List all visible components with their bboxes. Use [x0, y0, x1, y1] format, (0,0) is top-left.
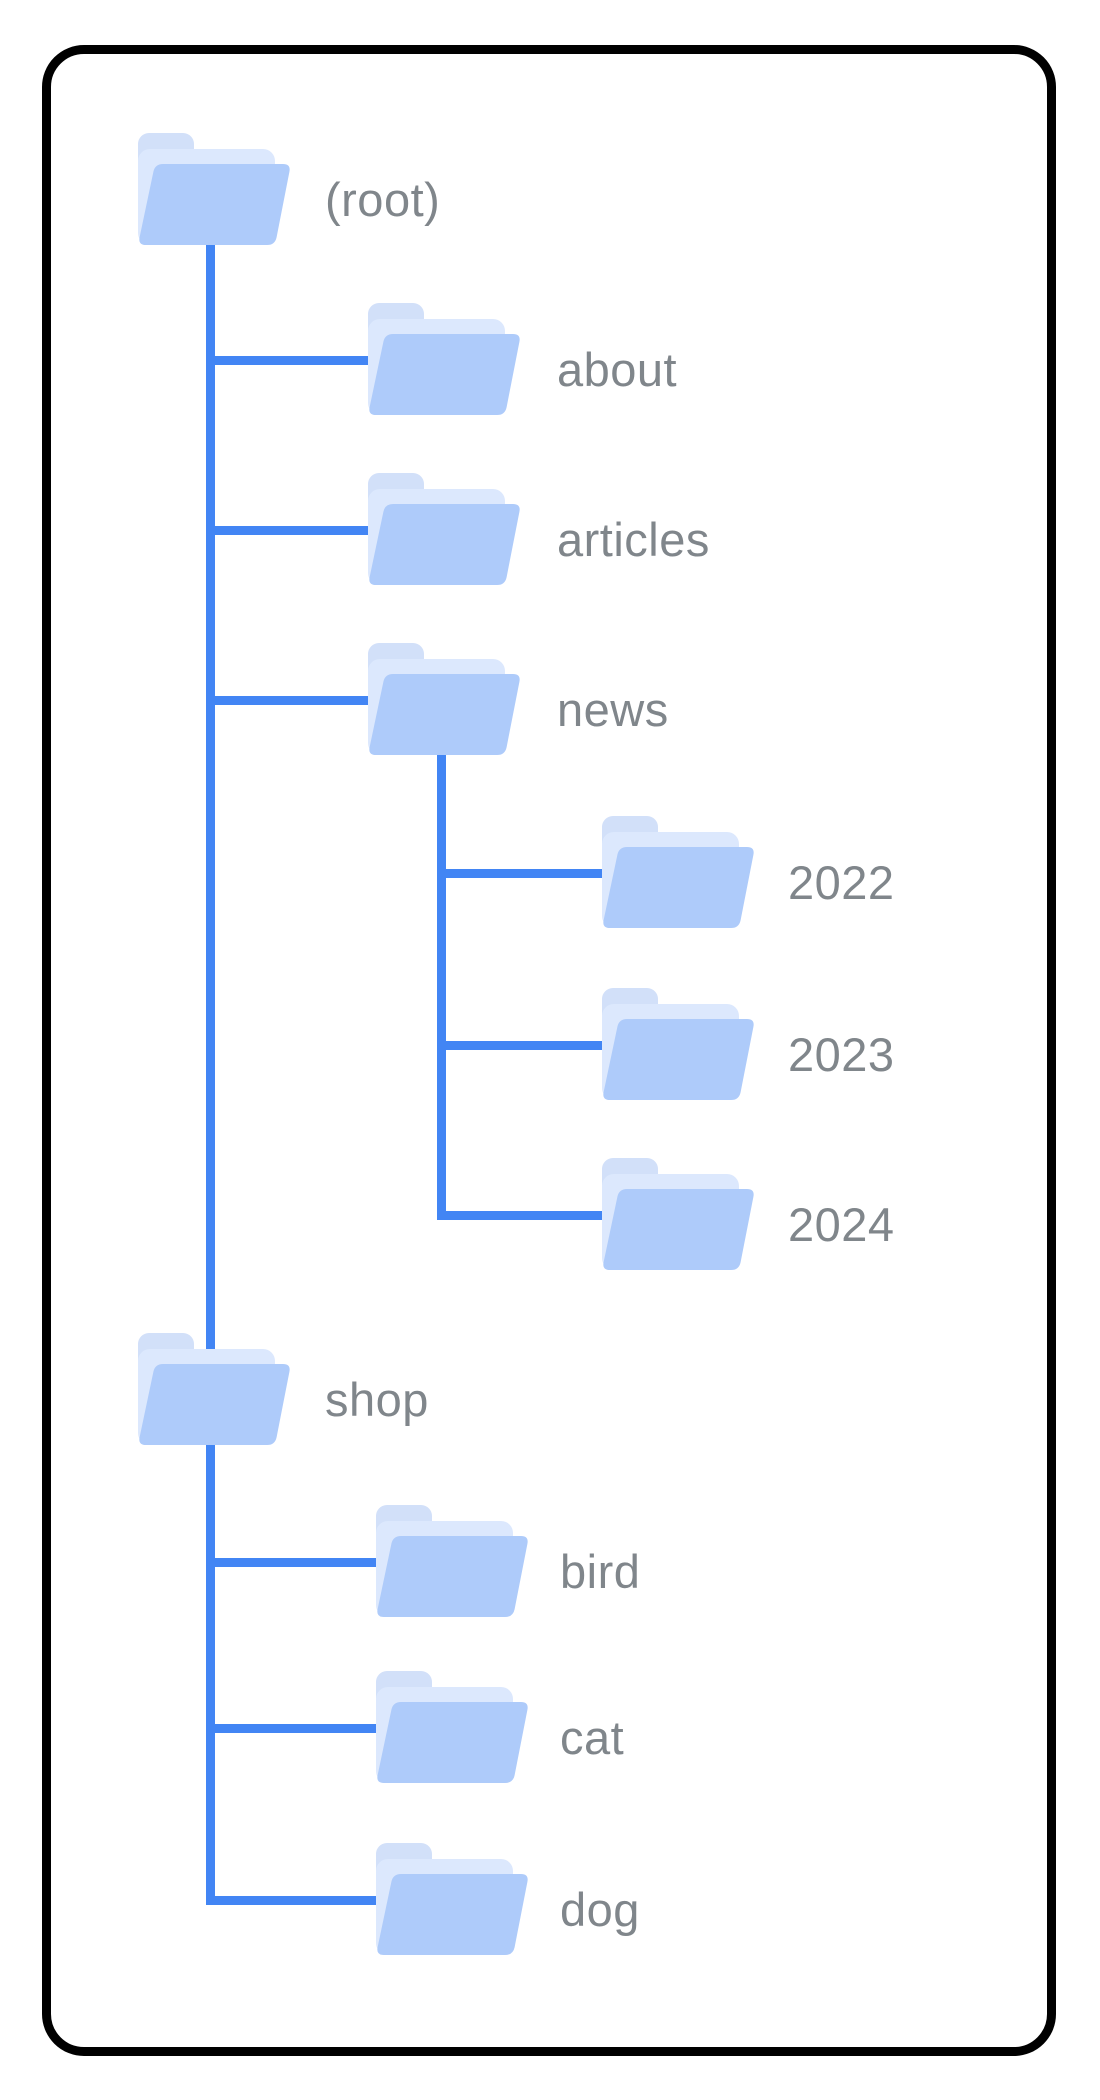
folder-icon [368, 473, 523, 587]
folder-icon [602, 1158, 757, 1272]
folder-node-root [138, 133, 293, 247]
folder-label-shop: shop [325, 1373, 429, 1426]
folder-node-dog [376, 1843, 531, 1957]
folder-icon [368, 303, 523, 417]
connector-line-2022 [437, 868, 627, 878]
folder-label-2024: 2024 [788, 1198, 895, 1251]
connector-line-2023 [437, 1040, 627, 1050]
folder-icon [138, 133, 293, 247]
folder-node-news [368, 643, 523, 757]
folder-icon [368, 643, 523, 757]
folder-label-bird: bird [560, 1545, 641, 1598]
connector-line-2024 [437, 1210, 627, 1220]
rounded-border-frame [42, 45, 1056, 2056]
folder-node-articles [368, 473, 523, 587]
folder-icon [602, 988, 757, 1102]
folder-label-2022: 2022 [788, 856, 895, 909]
connector-line-about [206, 355, 393, 365]
folder-node-2024 [602, 1158, 757, 1272]
connector-line-cat [206, 1723, 401, 1733]
folder-icon [138, 1333, 293, 1447]
folder-label-news: news [557, 683, 669, 736]
folder-icon [376, 1671, 531, 1785]
folder-icon [602, 816, 757, 930]
folder-node-cat [376, 1671, 531, 1785]
folder-node-2023 [602, 988, 757, 1102]
trunk-line-news [437, 745, 446, 1220]
folder-node-2022 [602, 816, 757, 930]
folder-label-2023: 2023 [788, 1028, 895, 1081]
folder-label-about: about [557, 343, 678, 396]
folder-label-cat: cat [560, 1711, 625, 1764]
trunk-line-root [206, 240, 215, 1905]
folder-node-shop [138, 1333, 293, 1447]
folder-node-bird [376, 1505, 531, 1619]
folder-label-root: (root) [325, 173, 441, 226]
connector-line-dog [206, 1895, 401, 1905]
folder-label-dog: dog [560, 1883, 640, 1936]
folder-node-about [368, 303, 523, 417]
folder-icon [376, 1843, 531, 1957]
connector-line-articles [206, 525, 393, 535]
connector-line-bird [206, 1557, 401, 1567]
folder-label-articles: articles [557, 513, 710, 566]
folder-icon [376, 1505, 531, 1619]
connector-line-news [206, 695, 393, 705]
